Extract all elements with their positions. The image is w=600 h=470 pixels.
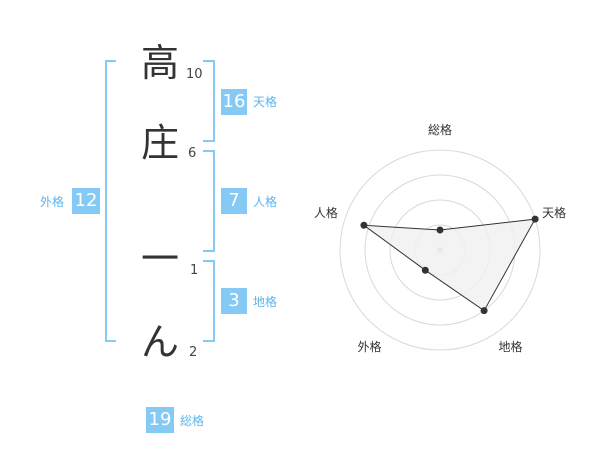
radar-point-1 bbox=[436, 226, 444, 234]
stroke-count-3: 1 bbox=[190, 263, 199, 278]
stroke-count-1: 10 bbox=[186, 67, 203, 82]
soukaku-value: 19 bbox=[146, 407, 174, 433]
name-char-3: 一 bbox=[141, 237, 180, 281]
radar-points bbox=[360, 215, 539, 315]
radar-label-3: 地格 bbox=[499, 339, 523, 354]
soukaku-label: 総格 bbox=[180, 414, 205, 428]
tenkaku-bracket bbox=[203, 60, 215, 142]
radar-point-4 bbox=[421, 266, 429, 274]
jinkaku-label: 人格 bbox=[253, 195, 278, 209]
tenkaku-value: 16 bbox=[221, 89, 247, 115]
radar-label-1: 総格 bbox=[428, 122, 452, 137]
radar-ring bbox=[339, 149, 541, 351]
name-char-2: 庄 bbox=[141, 121, 180, 165]
chikaku-value: 3 bbox=[221, 288, 247, 314]
stroke-count-4: 2 bbox=[189, 345, 198, 360]
stroke-count-2: 6 bbox=[188, 146, 197, 161]
radar-point-3 bbox=[480, 307, 488, 315]
radar-label-5: 人格 bbox=[314, 205, 338, 220]
gaikaku-value: 12 bbox=[72, 188, 100, 214]
radar-label-2: 天格 bbox=[542, 205, 566, 220]
tenkaku-label: 天格 bbox=[253, 95, 278, 109]
chikaku-label: 地格 bbox=[253, 295, 278, 309]
gaikaku-bracket bbox=[105, 60, 116, 342]
gaikaku-label: 外格 bbox=[40, 195, 65, 209]
name-char-4: ん bbox=[141, 320, 180, 364]
chikaku-bracket bbox=[203, 260, 215, 342]
radar-area bbox=[362, 218, 537, 312]
jinkaku-bracket bbox=[203, 150, 215, 252]
radar-label-4: 外格 bbox=[357, 339, 381, 354]
radar-point-2 bbox=[531, 215, 539, 223]
jinkaku-value: 7 bbox=[221, 188, 247, 214]
name-char-1: 高 bbox=[141, 41, 180, 85]
radar-point-5 bbox=[360, 221, 368, 229]
